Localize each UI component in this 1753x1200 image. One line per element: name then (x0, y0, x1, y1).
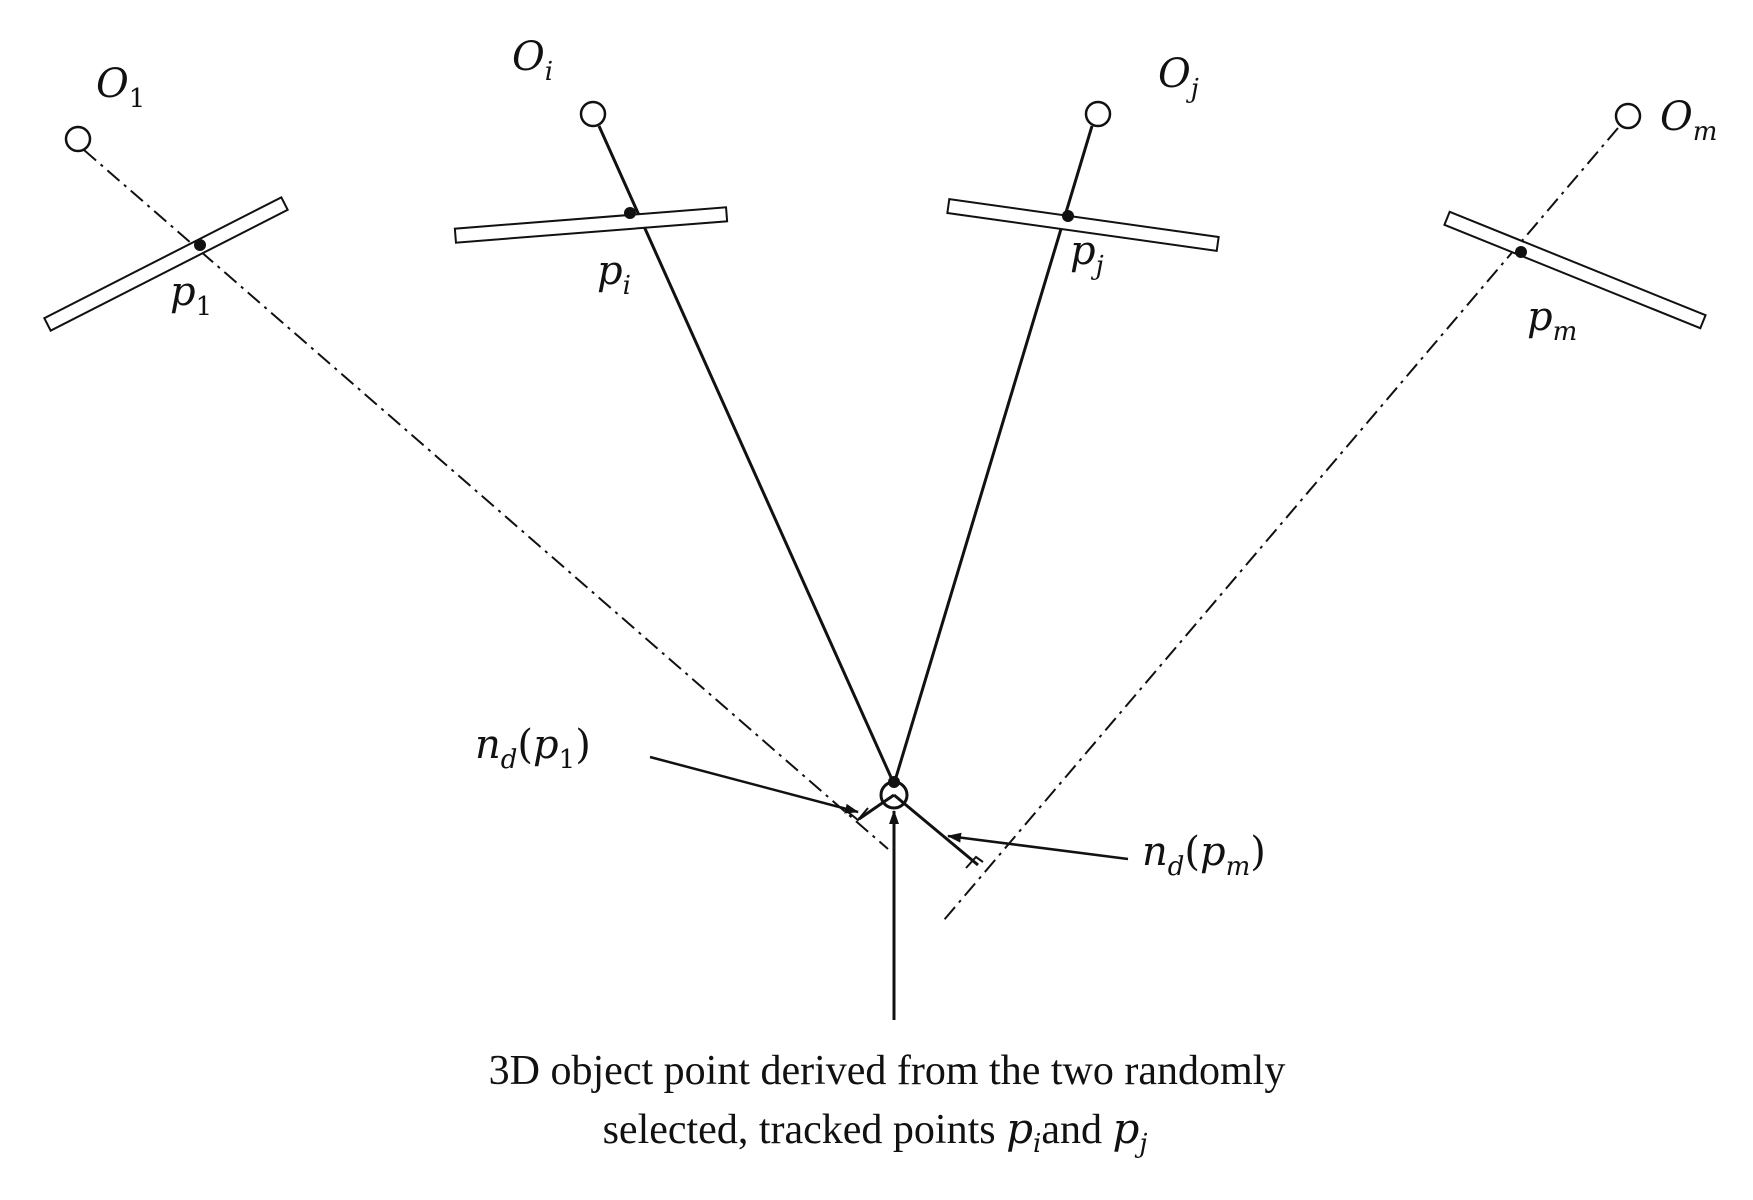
perpendicular-right (893, 793, 979, 867)
label-nd-p1: nd(p1) (475, 722, 591, 775)
camera-center-j (1084, 100, 1112, 128)
leader-arrows (649, 755, 1129, 1020)
label-om: Om (1660, 94, 1717, 147)
image-point-pi (624, 207, 636, 219)
image-point-pm (1515, 246, 1527, 258)
image-points (194, 207, 1527, 258)
perpendicular-distances (847, 793, 984, 869)
camera-centers (64, 100, 1642, 153)
leader-nd-p1 (649, 755, 859, 814)
label-p1: p1 (170, 269, 212, 322)
camera-center-m (1614, 102, 1642, 130)
caption-line-2: selected, tracked points piand pj (603, 1104, 1148, 1159)
label-pi: pi (597, 248, 631, 301)
object-point-intersection (888, 776, 900, 788)
right-angle-right (965, 855, 984, 869)
image-plane-i (453, 206, 729, 244)
label-nd-pm: nd(pm) (1142, 829, 1266, 882)
ray-camera-m (943, 127, 1619, 921)
image-point-pj (1062, 210, 1074, 222)
image-plane-1 (42, 196, 290, 332)
right-angle-left (847, 807, 869, 822)
label-pj: pj (1070, 228, 1104, 281)
image-plane-m (1443, 210, 1707, 330)
label-oi: Oi (512, 34, 553, 87)
camera-center-i (579, 100, 607, 128)
label-oj: Oj (1158, 51, 1199, 104)
leader-nd-pm (947, 832, 1129, 861)
caption-line-1: 3D object point derived from the two ran… (489, 1048, 1286, 1094)
perpendicular-left (858, 793, 895, 821)
label-o1: O1 (96, 61, 145, 114)
image-planes (42, 196, 1707, 332)
label-pm: pm (1527, 294, 1577, 347)
image-point-p1 (194, 239, 206, 251)
image-plane-j (946, 198, 1220, 252)
rays (83, 125, 1619, 921)
camera-center-1 (64, 125, 92, 153)
ray-camera-1 (83, 149, 889, 850)
ray-camera-j (892, 125, 1094, 785)
ray-camera-i (597, 125, 896, 785)
